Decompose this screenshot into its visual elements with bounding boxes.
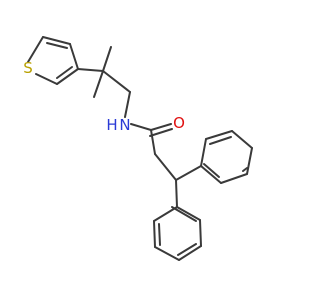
- oxygen-atom-label: O: [173, 114, 185, 132]
- nitrogen-hydrogen-label: H: [106, 116, 117, 134]
- phenyl-ring-lower: [153, 179, 202, 261]
- thiophene-ring: [27, 36, 79, 85]
- phenyl-ring-upper: [175, 130, 253, 184]
- amide-group: [130, 123, 177, 181]
- nitrogen-atom-label: N: [119, 116, 130, 134]
- alkyl-chain: [77, 46, 131, 118]
- molecule-diagram: S N H O: [23, 36, 253, 261]
- sulfur-atom-label: S: [23, 59, 33, 77]
